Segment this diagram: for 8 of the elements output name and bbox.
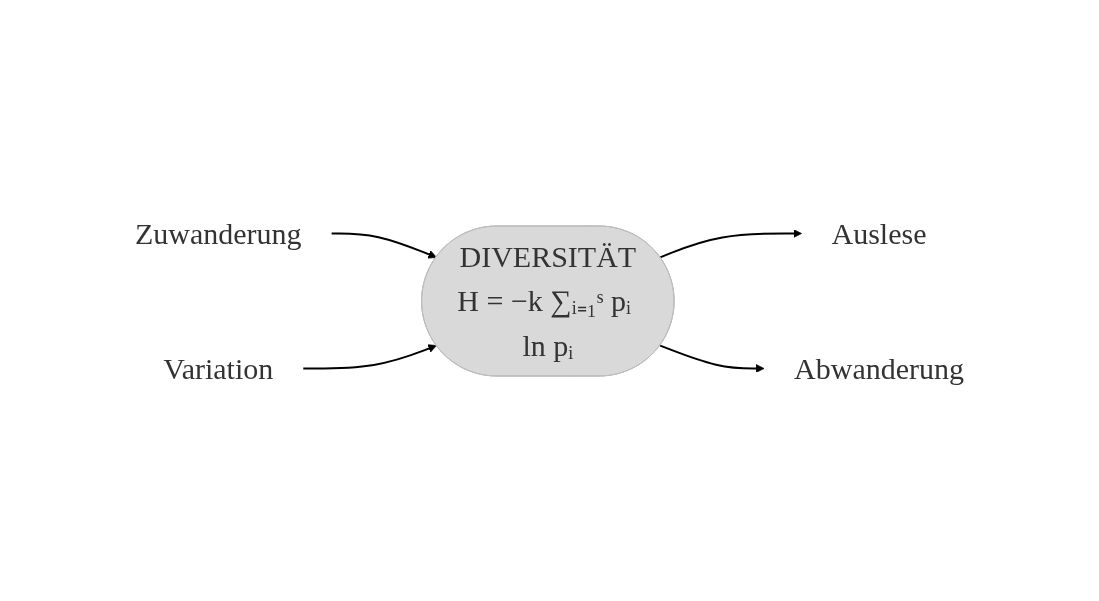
node-text: Abwanderung	[794, 351, 964, 385]
arrow	[659, 228, 802, 258]
arrow	[302, 343, 437, 369]
node-text: Variation	[163, 351, 274, 385]
node-text: Zuwanderung	[135, 216, 302, 250]
arrow	[659, 344, 765, 373]
arrow	[330, 232, 437, 259]
node-text: Auslese	[831, 216, 927, 250]
